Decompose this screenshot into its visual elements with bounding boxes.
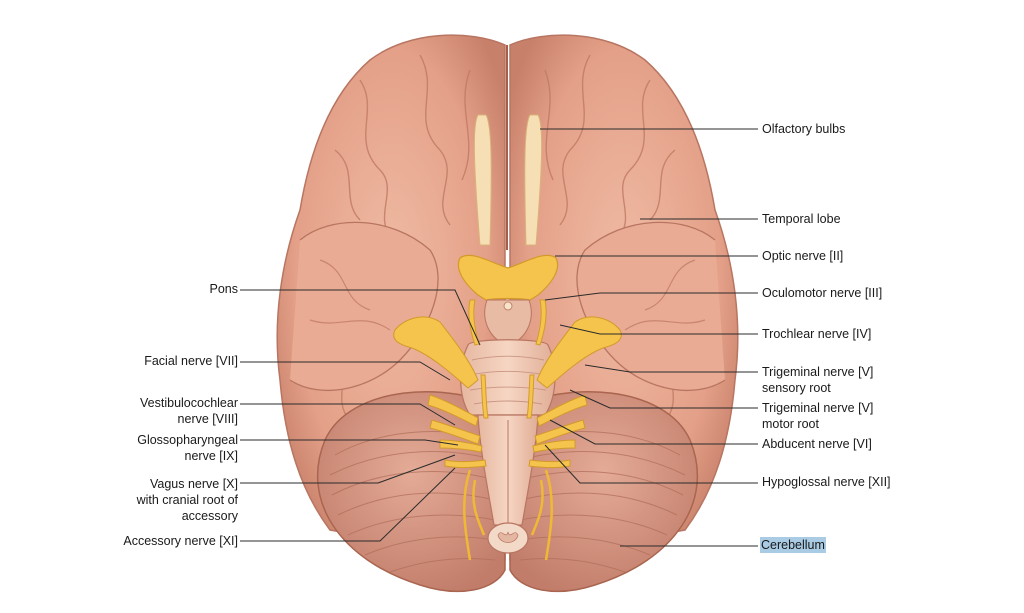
- label-optic-nerve: Optic nerve [II]: [762, 249, 844, 263]
- optic-chiasm: [457, 254, 559, 301]
- label-hypoglossal-nerve: Hypoglossal nerve [XII]: [762, 475, 891, 489]
- label-trigeminal-sensory-root: Trigeminal nerve [V] sensory root: [762, 365, 874, 395]
- label-trigeminal-motor-root: Trigeminal nerve [V] motor root: [762, 401, 874, 431]
- label-pons: Pons: [209, 282, 239, 296]
- left-temporal-lobe: [289, 221, 439, 392]
- label-temporal-lobe: Temporal lobe: [762, 212, 841, 226]
- label-olfactory-bulbs: Olfactory bulbs: [762, 122, 846, 136]
- label-cerebellum[interactable]: Cerebellum: [760, 537, 826, 553]
- label-vestibulocochlear-nerve: Vestibulocochlear nerve [VIII]: [140, 396, 238, 426]
- hypoglossal-and-accessory-fibers: [462, 469, 554, 561]
- label-oculomotor-nerve: Oculomotor nerve [III]: [762, 286, 883, 300]
- cranial-nerves: [393, 299, 622, 468]
- olfactory-bulbs: [473, 114, 543, 246]
- right-temporal-lobe: [576, 221, 726, 392]
- label-glossopharyngeal-nerve: Glossopharyngeal nerve [IX]: [137, 433, 238, 463]
- label-trochlear-nerve: Trochlear nerve [IV]: [762, 327, 872, 341]
- label-facial-nerve: Facial nerve [VII]: [144, 354, 238, 368]
- leader-lines: [240, 128, 758, 547]
- label-vagus-nerve: Vagus nerve [X] with cranial root of acc…: [136, 477, 238, 523]
- label-accessory-nerve: Accessory nerve [XI]: [123, 534, 238, 548]
- label-abducent-nerve: Abducent nerve [VI]: [762, 437, 872, 451]
